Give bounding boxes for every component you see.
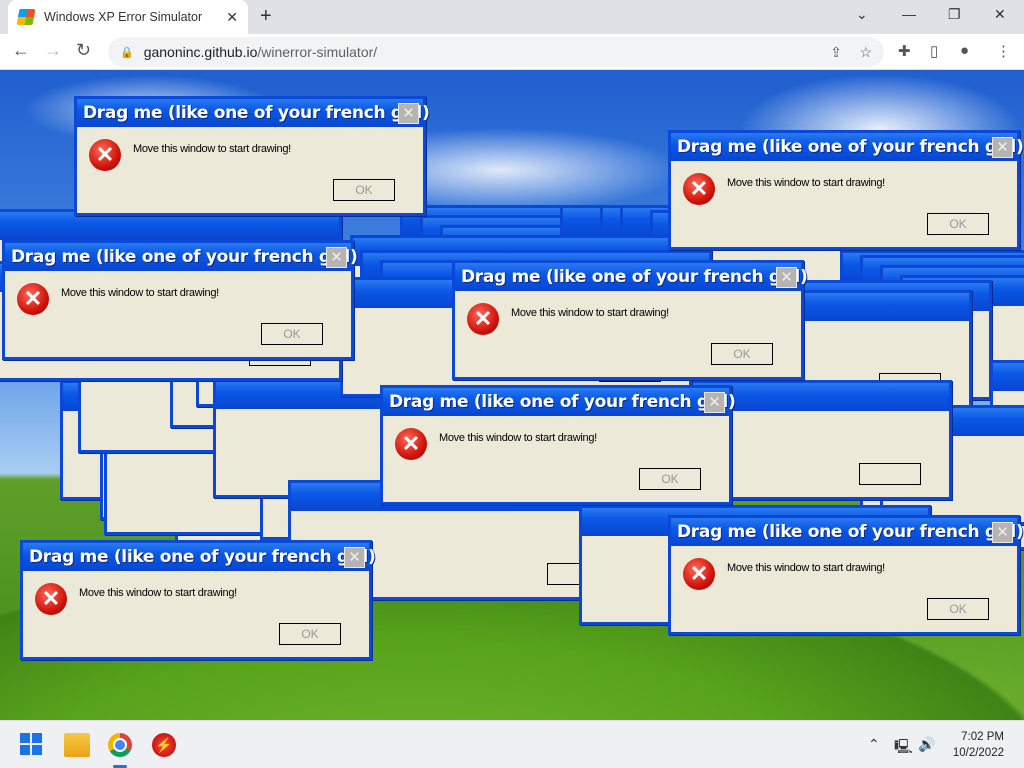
dialog-message: Move this window to start drawing! — [511, 307, 669, 319]
dialog-message: Move this window to start drawing! — [727, 177, 885, 189]
dialog-close-button[interactable]: ✕ — [992, 137, 1013, 158]
url-host: ganoninc.github.io — [143, 44, 258, 60]
restore-button[interactable]: ❐ — [948, 6, 961, 22]
dialog-title: Drag me (like one of your french girl) — [29, 547, 376, 567]
ok-button-outline — [859, 463, 921, 485]
side-panel-icon[interactable]: ▯ — [930, 43, 939, 60]
error-icon: ✕ — [89, 139, 121, 171]
close-tab-button[interactable]: ✕ — [226, 8, 238, 25]
new-tab-button[interactable]: + — [260, 5, 272, 27]
ok-button[interactable]: OK — [261, 323, 323, 345]
error-dialog[interactable]: Drag me (like one of your french girl)✕✕… — [2, 240, 358, 360]
lock-icon: 🔒 — [120, 46, 134, 59]
dialog-close-button[interactable]: ✕ — [344, 547, 365, 568]
start-button[interactable] — [20, 733, 42, 755]
profile-avatar[interactable]: ● — [960, 42, 970, 59]
dialog-message: Move this window to start drawing! — [727, 562, 885, 574]
dialog-titlebar[interactable]: Drag me (like one of your french girl)✕ — [455, 263, 808, 291]
dialog-title: Drag me (like one of your french girl) — [461, 267, 808, 287]
reload-button[interactable]: ↻ — [76, 40, 92, 60]
dialog-close-button[interactable]: ✕ — [992, 522, 1013, 543]
dialog-titlebar[interactable]: Drag me (like one of your french girl)✕ — [383, 388, 736, 416]
volume-icon[interactable]: 🔊 — [918, 736, 936, 752]
app-icon[interactable]: ⚡ — [152, 733, 176, 757]
ok-button[interactable]: OK — [333, 179, 395, 201]
extensions-icon[interactable]: ✚ — [898, 43, 911, 60]
dialog-title: Drag me (like one of your french girl) — [677, 137, 1024, 157]
dialog-close-button[interactable]: ✕ — [398, 103, 419, 124]
tab-strip: Windows XP Error Simulator ✕ + ⌄ — ❐ ✕ — [0, 0, 1024, 34]
dialog-close-button[interactable]: ✕ — [776, 267, 797, 288]
forward-button[interactable]: → — [44, 40, 62, 60]
menu-icon[interactable]: ⋮ — [996, 43, 1011, 60]
dialog-message: Move this window to start drawing! — [79, 587, 237, 599]
error-icon: ✕ — [683, 558, 715, 590]
dialog-message: Move this window to start drawing! — [61, 287, 219, 299]
dialog-titlebar[interactable]: Drag me (like one of your french girl)✕ — [671, 518, 1024, 546]
error-icon: ✕ — [395, 428, 427, 460]
error-icon: ✕ — [17, 283, 49, 315]
dialog-title: Drag me (like one of your french girl) — [677, 522, 1024, 542]
dialog-close-button[interactable]: ✕ — [704, 392, 725, 413]
error-dialog[interactable]: Drag me (like one of your french girl)✕✕… — [668, 515, 1024, 635]
share-icon[interactable]: ⇪ — [830, 43, 842, 60]
chrome-icon[interactable] — [108, 733, 132, 757]
ok-button[interactable]: OK — [927, 598, 989, 620]
dialog-titlebar[interactable]: Drag me (like one of your french girl)✕ — [671, 133, 1024, 161]
error-icon: ✕ — [683, 173, 715, 205]
dialog-titlebar — [993, 363, 1024, 391]
clock[interactable]: 7:02 PM 10/2/2022 — [953, 729, 1004, 761]
minimize-button[interactable]: — — [902, 6, 916, 22]
dialog-message: Move this window to start drawing! — [133, 143, 291, 155]
file-explorer-icon[interactable] — [64, 733, 90, 757]
error-dialog[interactable]: Drag me (like one of your french girl)✕✕… — [452, 260, 808, 380]
tab-windows-xp-error-simulator[interactable]: Windows XP Error Simulator ✕ — [8, 0, 248, 34]
clock-time: 7:02 PM — [961, 731, 1004, 743]
error-icon: ✕ — [467, 303, 499, 335]
tab-search-icon[interactable]: ⌄ — [856, 6, 868, 22]
clock-date: 10/2/2022 — [952, 747, 1004, 759]
url-path: /winerror-simulator/ — [257, 44, 378, 60]
network-icon[interactable]: 🖳 — [894, 738, 913, 754]
tab-title: Windows XP Error Simulator — [44, 10, 203, 24]
desktop-canvas[interactable]: Drag me (like one of your french girl)✕✕… — [0, 70, 1024, 720]
address-bar[interactable]: 🔒 ganoninc.github.io/winerror-simulator/… — [108, 37, 884, 67]
back-button[interactable]: ← — [12, 40, 30, 60]
taskbar: ⚡ ⌃ 🖳 🔊 7:02 PM 10/2/2022 — [0, 720, 1024, 768]
dialog-title: Drag me (like one of your french girl) — [389, 392, 736, 412]
windows-logo-icon — [16, 9, 36, 25]
close-window-button[interactable]: ✕ — [994, 6, 1006, 22]
dialog-titlebar[interactable]: Drag me (like one of your french girl)✕ — [5, 243, 358, 271]
ok-button[interactable]: OK — [279, 623, 341, 645]
dialog-titlebar — [0, 212, 339, 240]
browser-toolbar: ← → ↻ 🔒 ganoninc.github.io/winerror-simu… — [0, 34, 1024, 70]
error-icon: ✕ — [35, 583, 67, 615]
ok-button[interactable]: OK — [711, 343, 773, 365]
error-dialog[interactable]: Drag me (like one of your french girl)✕✕… — [74, 96, 430, 216]
dialog-titlebar[interactable]: Drag me (like one of your french girl)✕ — [77, 99, 430, 127]
dialog-title: Drag me (like one of your french girl) — [83, 103, 430, 123]
dialog-titlebar[interactable]: Drag me (like one of your french girl)✕ — [23, 543, 376, 571]
active-app-indicator — [113, 765, 127, 768]
ok-button[interactable]: OK — [639, 468, 701, 490]
dialog-title: Drag me (like one of your french girl) — [11, 247, 358, 267]
ok-button[interactable]: OK — [927, 213, 989, 235]
show-hidden-icons-button[interactable]: ⌃ — [868, 736, 880, 752]
bookmark-star-icon[interactable]: ☆ — [859, 43, 872, 60]
error-dialog[interactable]: Drag me (like one of your french girl)✕✕… — [380, 385, 736, 505]
error-dialog[interactable]: Drag me (like one of your french girl)✕✕… — [20, 540, 376, 660]
error-dialog[interactable]: Drag me (like one of your french girl)✕✕… — [668, 130, 1024, 250]
dialog-message: Move this window to start drawing! — [439, 432, 597, 444]
dialog-close-button[interactable]: ✕ — [326, 247, 347, 268]
